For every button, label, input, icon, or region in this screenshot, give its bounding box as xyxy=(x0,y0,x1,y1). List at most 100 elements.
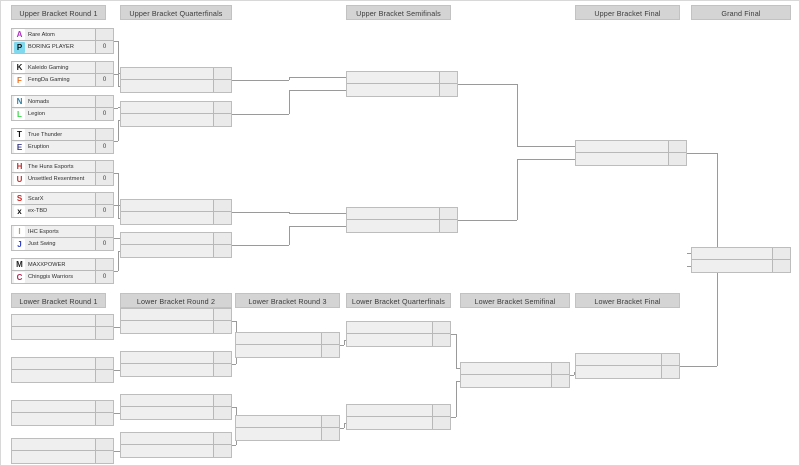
lb-r2-match-1-top-slot[interactable] xyxy=(121,309,231,321)
lb-sf-match-1-bottom-slot[interactable] xyxy=(461,375,569,387)
lb-r2-match-3-top-slot[interactable] xyxy=(121,395,231,407)
ub-sf-match-2[interactable] xyxy=(346,207,458,233)
ub-qf-match-1-bottom-slot[interactable] xyxy=(121,80,231,92)
lb-r1-match-3[interactable] xyxy=(11,400,114,426)
connector-line xyxy=(687,153,717,154)
ub-qf-match-4-top-slot[interactable] xyxy=(121,233,231,245)
ub-sf-match-2-bottom-slot[interactable] xyxy=(347,220,457,232)
lb-f-match-1-bottom-slot[interactable] xyxy=(576,366,679,378)
lb-r1-match-1[interactable] xyxy=(11,314,114,340)
ub-sf-match-1-top-slot[interactable] xyxy=(347,72,457,84)
connector-line xyxy=(232,114,289,115)
lb-r1-match-3-bottom-slot[interactable] xyxy=(12,413,113,425)
gf-match-1-top-slot[interactable] xyxy=(692,248,790,260)
lb-r3-match-2-bottom-slot[interactable] xyxy=(236,428,339,440)
lb-sf-match-1[interactable] xyxy=(460,362,570,388)
ub-qf-match-1[interactable] xyxy=(120,67,232,93)
lb-f-match-1[interactable] xyxy=(575,353,680,379)
ub-f-match-1-top-slot[interactable] xyxy=(576,141,686,153)
lb-r2-match-1-bottom-slot[interactable] xyxy=(121,321,231,333)
ub-qf-match-4-bottom-slot[interactable] xyxy=(121,245,231,257)
ub-r1-match-6-bottom-score: 0 xyxy=(95,205,113,217)
kaleido-gaming-logo: K xyxy=(14,62,25,73)
lb-r2-match-4-top-slot[interactable] xyxy=(121,433,231,445)
lb-qf-match-1[interactable] xyxy=(346,321,451,347)
lb-r1-match-2-top-slot[interactable] xyxy=(12,358,113,370)
gf-match-1[interactable] xyxy=(691,247,791,273)
ub-qf-match-3-top-slot[interactable] xyxy=(121,200,231,212)
lb-r3-match-2-top-slot[interactable] xyxy=(236,416,339,428)
lb-f-match-1-top-slot[interactable] xyxy=(576,354,679,366)
ub-qf-match-2-bottom-slot[interactable] xyxy=(121,114,231,126)
lb-r1-match-4-top-slot[interactable] xyxy=(12,439,113,451)
lb-qf-match-1-top-slot[interactable] xyxy=(347,322,450,334)
lb-qf-match-2-bottom-slot[interactable] xyxy=(347,417,450,429)
lb-r2-match-2-bottom-slot[interactable] xyxy=(121,364,231,376)
lb-r3-match-2[interactable] xyxy=(235,415,340,441)
scarx-logo: S xyxy=(14,193,25,204)
ub-f-match-1-bottom-slot[interactable] xyxy=(576,153,686,165)
connector-line xyxy=(717,266,718,366)
connector-line xyxy=(118,41,119,73)
connector-line xyxy=(118,120,119,141)
round-header-lb-sf: Lower Bracket Semifinal xyxy=(460,293,570,308)
lb-r1-match-1-bottom-slot[interactable] xyxy=(12,327,113,339)
gf-match-1-bottom-slot[interactable] xyxy=(692,260,790,272)
ub-sf-match-1[interactable] xyxy=(346,71,458,97)
lb-r3-match-1-top-slot[interactable] xyxy=(236,333,339,345)
lb-sf-match-1-top-slot[interactable] xyxy=(461,363,569,375)
lb-r2-match-1[interactable] xyxy=(120,308,232,334)
lb-qf-match-2[interactable] xyxy=(346,404,451,430)
lb-r1-match-4[interactable] xyxy=(11,438,114,464)
ub-qf-match-4[interactable] xyxy=(120,232,232,258)
lb-qf-match-1-bottom-slot[interactable] xyxy=(347,334,450,346)
lb-r1-match-2[interactable] xyxy=(11,357,114,383)
connector-line xyxy=(114,141,118,142)
lb-r2-match-2-top-slot[interactable] xyxy=(121,352,231,364)
lb-r2-match-4-bottom-slot[interactable] xyxy=(121,445,231,457)
lb-r1-match-1-top-slot[interactable] xyxy=(12,315,113,327)
ub-qf-match-1-top-slot[interactable] xyxy=(121,68,231,80)
lb-r2-match-4[interactable] xyxy=(120,432,232,458)
ub-sf-match-1-bottom-slot[interactable] xyxy=(347,84,457,96)
lb-r1-match-4-bottom-slot[interactable] xyxy=(12,451,113,463)
lb-r1-match-2-bottom-slot[interactable] xyxy=(12,370,113,382)
lb-r3-match-1-bottom-slot[interactable] xyxy=(236,345,339,357)
ub-qf-match-2[interactable] xyxy=(120,101,232,127)
lb-r2-match-2[interactable] xyxy=(120,351,232,377)
ub-qf-match-3[interactable] xyxy=(120,199,232,225)
ub-qf-match-2-top-slot[interactable] xyxy=(121,102,231,114)
ub-qf-match-3-bottom-slot[interactable] xyxy=(121,212,231,224)
lb-r3-match-1[interactable] xyxy=(235,332,340,358)
lb-r2-match-3-bottom-slot[interactable] xyxy=(121,407,231,419)
lb-r1-match-3-top-slot[interactable] xyxy=(12,401,113,413)
ub-sf-match-2-top-slot[interactable] xyxy=(347,208,457,220)
ub-f-match-1[interactable] xyxy=(575,140,687,166)
lb-r2-match-3[interactable] xyxy=(120,394,232,420)
lb-qf-match-2-top-slot[interactable] xyxy=(347,405,450,417)
